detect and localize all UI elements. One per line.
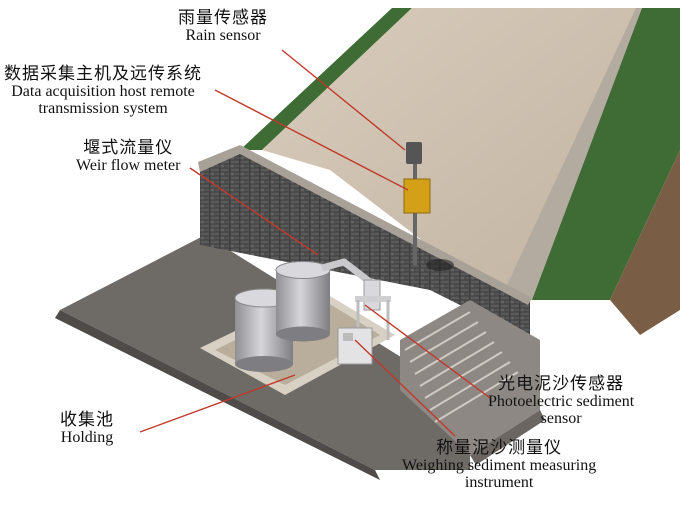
- label-holding: 收集池 Holding: [60, 412, 114, 447]
- photo-sensor-en-line2: sensor: [488, 411, 634, 428]
- weighing-zh: 称量泥沙测量仪: [402, 440, 596, 458]
- weir-meter-zh: 堰式流量仪: [76, 140, 180, 158]
- label-weighing: 称量泥沙测量仪 Weighing sediment measuring inst…: [402, 440, 596, 491]
- holding-tank-right: [276, 262, 330, 342]
- label-weir-meter: 堰式流量仪 Weir flow meter: [76, 140, 180, 175]
- data-host-en-line1: Data acquisition host remote: [4, 84, 202, 101]
- photo-sensor-zh: 光电泥沙传感器: [488, 376, 634, 394]
- data-host-en-line2: transmission system: [4, 101, 202, 118]
- data-host-zh: 数据采集主机及远传系统: [4, 66, 202, 84]
- weir-meter-en: Weir flow meter: [76, 158, 180, 175]
- weighing-en-line1: Weighing sediment measuring: [402, 458, 596, 475]
- holding-en: Holding: [60, 430, 114, 447]
- holding-zh: 收集池: [60, 412, 114, 430]
- rain-sensor-en: Rain sensor: [178, 28, 268, 45]
- label-data-host: 数据采集主机及远传系统 Data acquisition host remote…: [4, 66, 202, 117]
- label-photo-sensor: 光电泥沙传感器 Photoelectric sediment sensor: [488, 376, 634, 427]
- rain-sensor-zh: 雨量传感器: [178, 10, 268, 28]
- weighing-en-line2: instrument: [402, 475, 596, 492]
- photo-sensor-en-line1: Photoelectric sediment: [488, 394, 634, 411]
- label-rain-sensor: 雨量传感器 Rain sensor: [178, 10, 268, 45]
